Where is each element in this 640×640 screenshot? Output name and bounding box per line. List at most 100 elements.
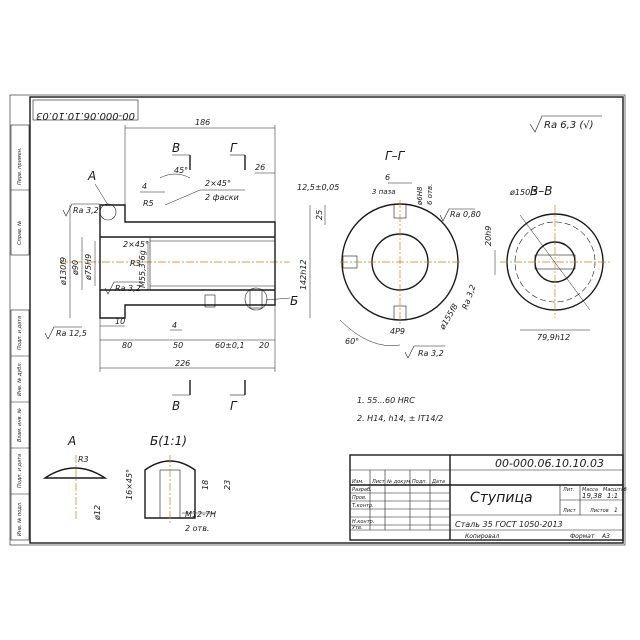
section-V-bottom: В <box>172 399 180 413</box>
GG-dim-6h8: ø6H8 <box>416 186 424 206</box>
tb-material: Сталь 35 ГОСТ 1050-2013 <box>455 520 563 529</box>
dim-overall: 186 <box>195 118 210 127</box>
doc-code-stamp-text: 00-000.06.10.10.03 <box>36 110 135 121</box>
outer-frame <box>9 94 626 546</box>
note-2: 2. H14, h14, ± IT14/2 <box>357 414 443 423</box>
detail-B-holes: 2 отв. <box>185 524 209 533</box>
tb-sheets: Листов <box>589 508 609 514</box>
GG-dim-125: 12,5±0,05 <box>297 183 339 192</box>
general-roughness: Ra 6,3 (√) <box>529 115 602 133</box>
section-GG: Г–Г 6 3 паза 12,5±0,05 25 142h12 4P9 ø6H… <box>297 149 481 359</box>
tb-scale-h: Масштаб <box>603 487 627 493</box>
tb-role-4: Н.контр. <box>352 519 374 525</box>
label-A: А <box>87 169 96 183</box>
GG-dim-4p9: 4P9 <box>390 327 405 336</box>
tb-copied: Копировал <box>465 533 499 540</box>
detail-B-23: 23 <box>223 480 232 490</box>
detail-A-circle <box>99 203 117 221</box>
dim-angle: 45° <box>174 166 188 175</box>
side-box: Перв. примен. Справ. № Подп. и дата Инв.… <box>10 124 30 541</box>
detail-A-d12: ø12 <box>93 505 102 521</box>
dim-r5: R5 <box>143 199 154 208</box>
section-VV: В–В ø150,5 20h9 79,9h12 <box>484 184 610 342</box>
VV-d20h9: 20h9 <box>484 226 493 246</box>
side-label-4: Инв. № дубл. <box>17 362 23 396</box>
side-label-7: Инв. № подл. <box>17 502 23 537</box>
dim-thread: M55,3-6g <box>138 250 147 288</box>
tb-col-data: Дата <box>431 479 445 485</box>
dim-60: 60±0,1 <box>215 341 245 350</box>
side-label-5: Взам. инв. № <box>17 408 23 442</box>
roughness-3: Ra 12,5 <box>56 329 87 338</box>
dim-d90: ø90 <box>71 260 80 276</box>
GG-ra32: Ra 3,2 <box>460 283 477 310</box>
hub-wall-bottom <box>99 289 276 319</box>
section-G-top: Г <box>230 141 238 155</box>
tb-format-value: А3 <box>601 533 610 540</box>
tb-col-list: Лист <box>371 479 386 485</box>
detail-A: А R3 ø12 <box>42 434 108 521</box>
GG-dim-6: 6 <box>385 173 390 182</box>
section-marks: В Г В Г <box>172 141 246 413</box>
section-VV-title: В–В <box>530 184 552 198</box>
section-GG-title: Г–Г <box>385 149 406 163</box>
detail-B-thread: M12-7H <box>185 510 216 519</box>
side-label-2: Справ. № <box>17 221 23 245</box>
VV-d150: ø150,5 <box>509 188 538 197</box>
GG-holes: 6 отв. <box>426 184 434 205</box>
dim-r3: R3 <box>130 259 141 268</box>
dim-226: 226 <box>175 359 190 368</box>
GG-d155: ø155f8 <box>437 302 459 332</box>
detail-B-title: Б(1:1) <box>150 434 187 448</box>
tb-mass-h: Масса <box>582 487 598 493</box>
dim-4b: 4 <box>172 321 177 330</box>
side-label-6: Подп. и дата <box>17 454 23 488</box>
chamfer-label: 2×45° <box>205 179 231 188</box>
GG-angle: 60° <box>345 337 359 346</box>
roughness-1: Ra 3,2 <box>73 206 99 215</box>
tb-role-1: Разраб. <box>352 487 372 493</box>
detail-A-r3: R3 <box>78 455 89 464</box>
note-1: 1. 55...60 HRC <box>357 396 415 405</box>
tb-sheets-count: 1 <box>614 507 618 514</box>
dim-80: 80 <box>122 341 132 350</box>
VV-d79: 79,9h12 <box>537 333 570 342</box>
GG-dim-25: 25 <box>315 210 324 220</box>
detail-B-18: 18 <box>201 480 210 490</box>
side-label-1: Перв. примен. <box>17 147 23 185</box>
tb-role-2: Пров. <box>352 495 367 501</box>
tb-col-doc: № докум. <box>386 479 412 485</box>
tb-part-name: Ступица <box>470 490 533 506</box>
chamfer-label-b: 2 фаски <box>205 193 239 202</box>
tb-scale: 1:1 <box>607 492 618 500</box>
section-V-top: В <box>172 141 180 155</box>
roughness-2: Ra 3,2 <box>115 284 141 293</box>
dim-d75: ø75H9 <box>84 254 93 281</box>
detail-A-title: А <box>67 434 76 448</box>
GG-ra32b: Ra 3,2 <box>418 349 444 358</box>
section-G-bottom: Г <box>230 399 238 413</box>
detail-B: Б(1:1) 16×45° 18 23 M12-7H 2 отв. <box>125 434 232 533</box>
tb-doc-code: 00-000.06.10.10.03 <box>495 457 604 470</box>
tb-lit: Лит. <box>562 487 575 493</box>
inner-frame <box>29 96 624 544</box>
dim-d130: ø130f9 <box>59 257 68 286</box>
side-label-3: Подп. и дата <box>17 316 23 350</box>
main-view: 186 26 45° 2×45° 2 фаски 4 R5 А Ra 3,2 ø… <box>44 118 298 372</box>
chamfer2-label: 2×45° <box>123 240 149 249</box>
dim-26: 26 <box>255 163 265 172</box>
GG-dim-142: 142h12 <box>299 259 308 290</box>
tb-col-izm: Изм. <box>352 479 364 485</box>
hub-wall-top <box>99 204 276 238</box>
tb-col-podp: Подп. <box>412 479 427 485</box>
doc-code-stamp: 00-000.06.10.10.03 <box>32 99 139 121</box>
label-B: Б <box>290 294 298 308</box>
general-roughness-text: Ra 6,3 (√) <box>544 120 594 131</box>
tb-mass: 19,38 <box>582 492 603 500</box>
detail-B-circle <box>244 287 268 311</box>
tb-role-3: Т.контр. <box>352 503 374 509</box>
detail-B-chamfer: 16×45° <box>125 469 134 500</box>
tb-format: Формат <box>570 533 595 540</box>
tb-role-5: Утв. <box>352 525 363 531</box>
